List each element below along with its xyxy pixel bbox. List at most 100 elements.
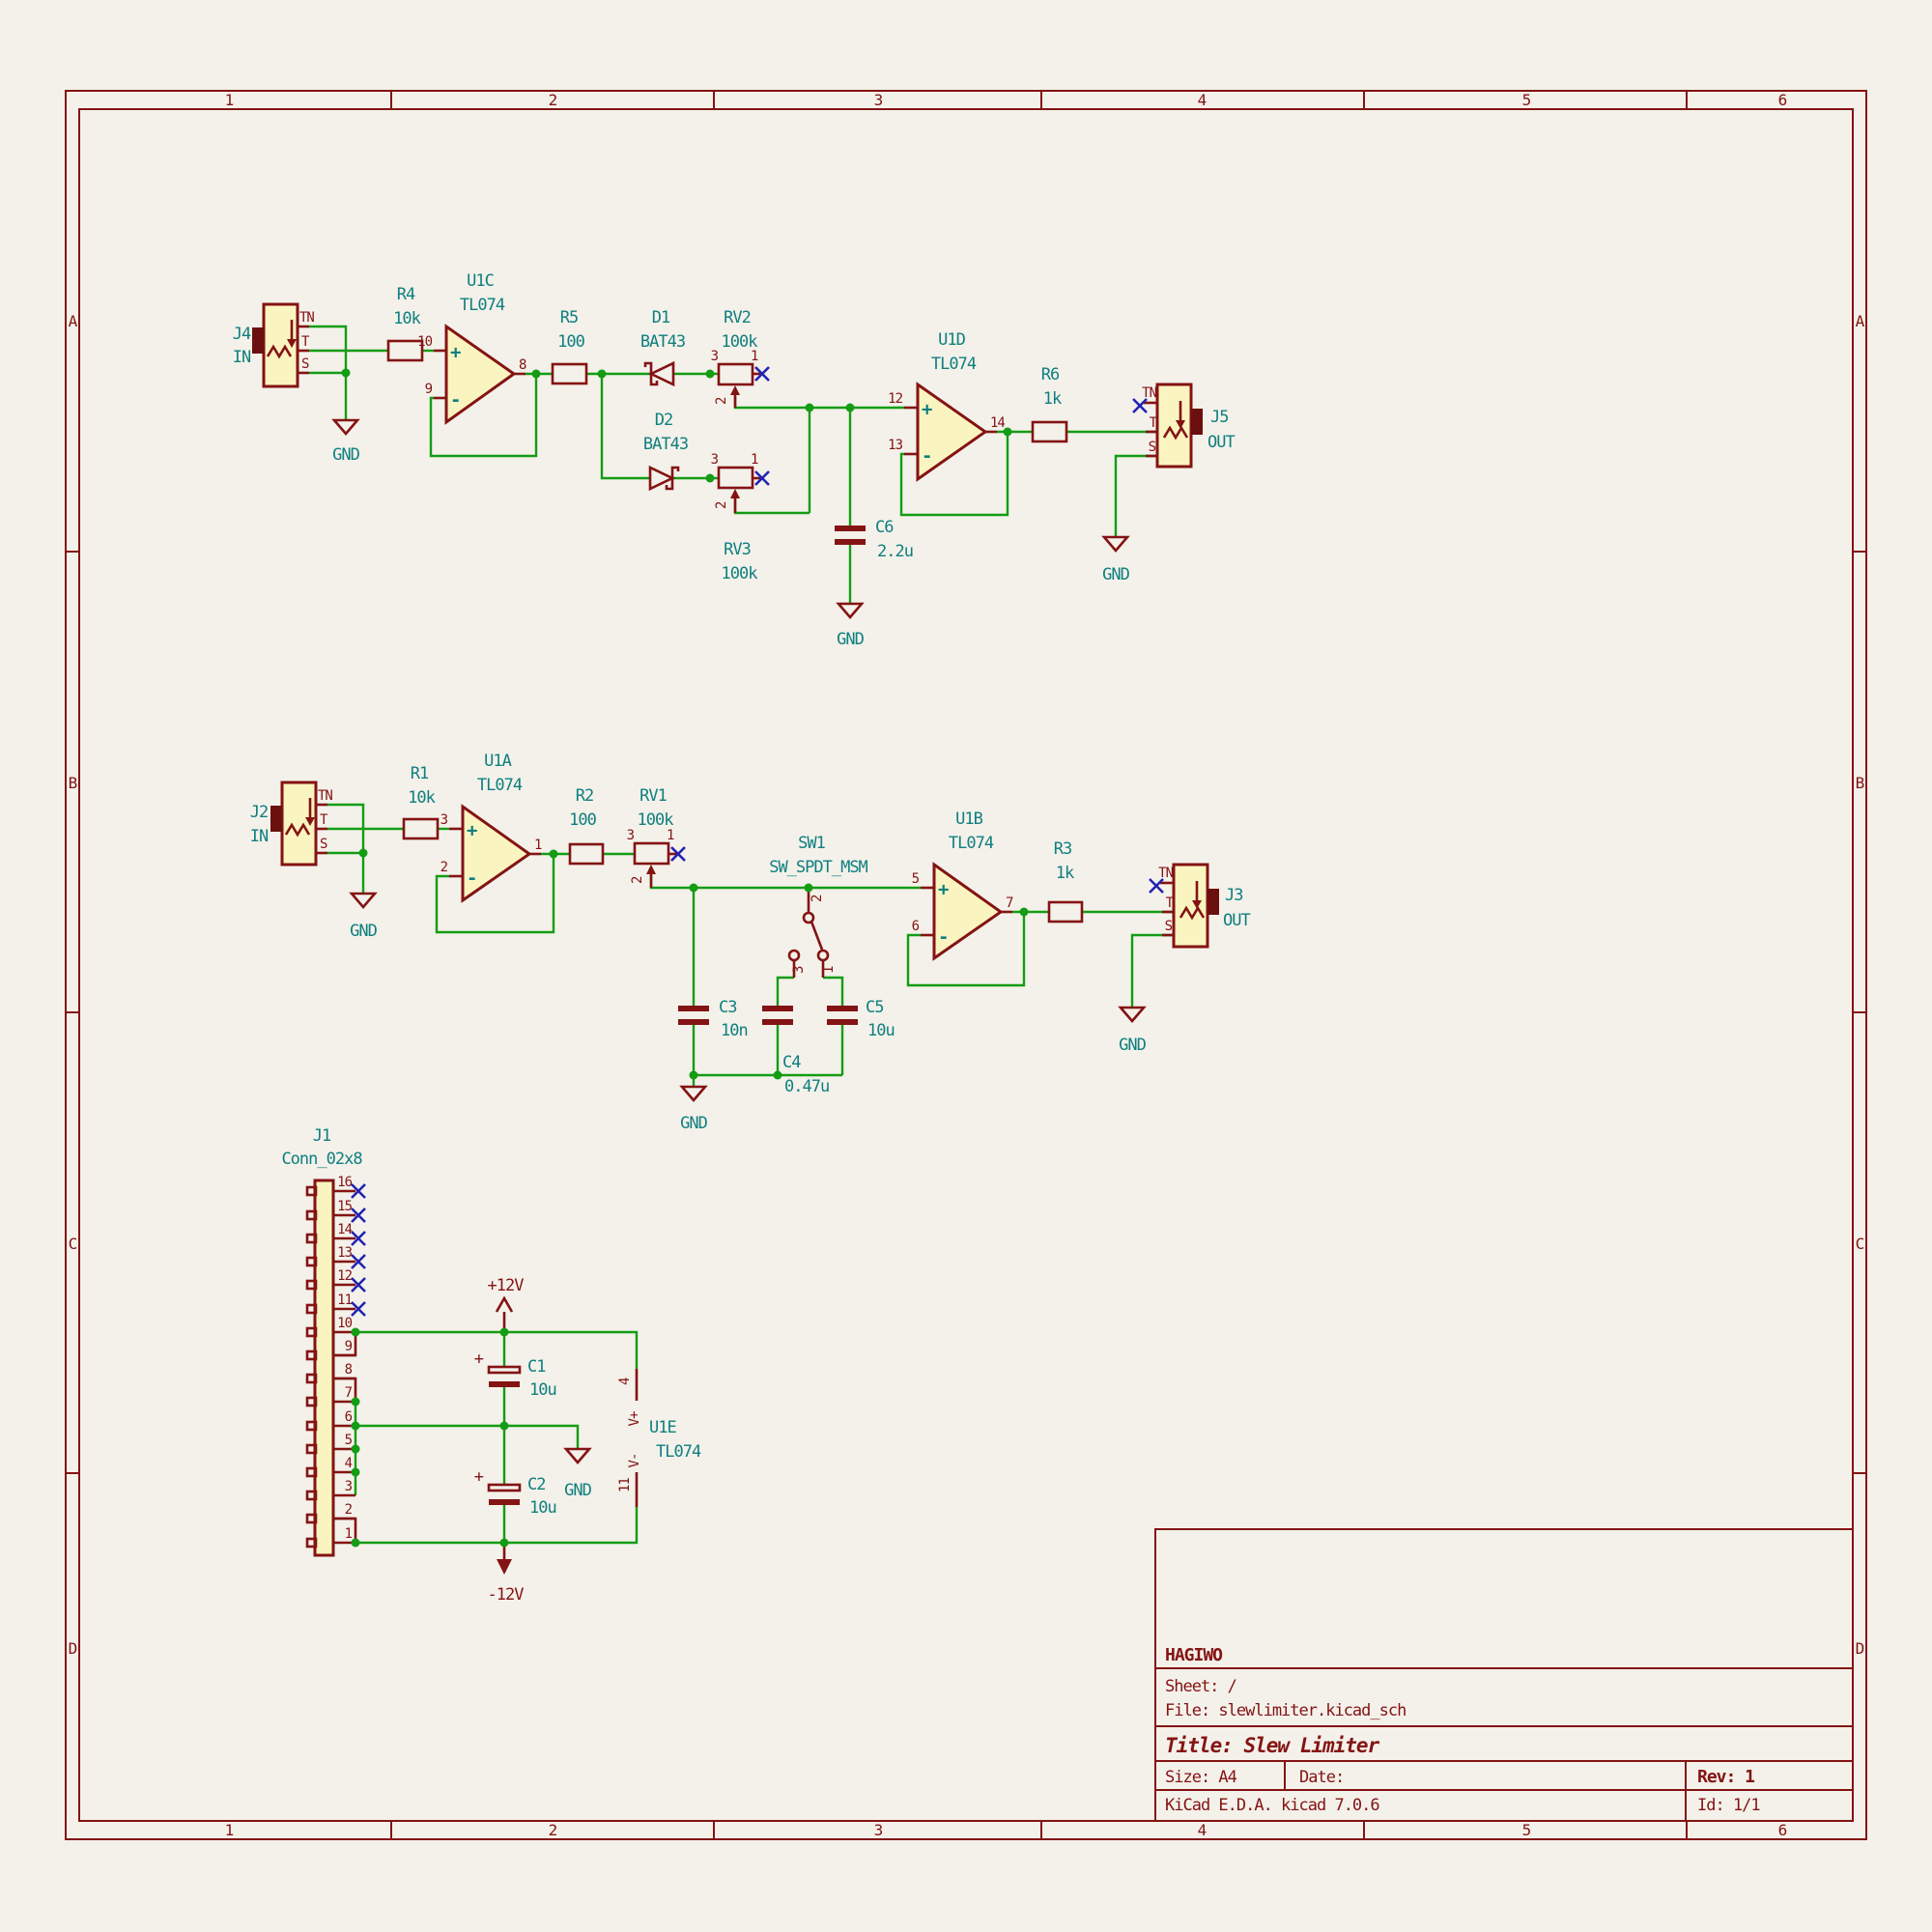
jack-j2-input[interactable]: TN T S J2 IN bbox=[250, 781, 333, 867]
capacitor-c3[interactable]: C3 10n bbox=[678, 998, 749, 1040]
frame-inner bbox=[78, 108, 1854, 1822]
gnd-symbol[interactable]: GND bbox=[836, 602, 866, 649]
col-label: 2 bbox=[549, 1821, 557, 1839]
wire-rv2-wiper[interactable] bbox=[733, 396, 904, 410]
opamp-u1b[interactable]: 5 6 7 + - U1B TL074 bbox=[912, 810, 1014, 961]
opamp-u1e-power[interactable]: 4 V+ V- 11 U1E TL074 bbox=[617, 1369, 702, 1507]
potentiometer-rv1[interactable]: 3 1 2 RV1 100k bbox=[627, 786, 686, 888]
row-label: B bbox=[1856, 774, 1864, 792]
wire[interactable] bbox=[309, 325, 348, 420]
gnd-triangle bbox=[836, 602, 865, 619]
gnd-symbol[interactable]: GND bbox=[563, 1447, 593, 1500]
jack-j5-output[interactable]: TN T S J5 OUT bbox=[1132, 383, 1236, 469]
diode-d1[interactable]: D1 BAT43 bbox=[640, 308, 686, 387]
wire-rv3-wiper[interactable] bbox=[733, 499, 810, 515]
diode-d2[interactable]: D2 BAT43 bbox=[643, 411, 689, 492]
pin-number: 9 bbox=[425, 382, 433, 397]
switch-sw1[interactable]: 2 3 1 SW1 SW_SPDT_MSM bbox=[769, 834, 869, 978]
pin-number: 14 bbox=[990, 415, 1005, 431]
resistor-r4[interactable]: R4 10k bbox=[386, 285, 424, 362]
plus-input-glyph: + bbox=[922, 399, 932, 420]
resistor-r6[interactable]: R6 1k bbox=[1031, 365, 1068, 443]
wire[interactable] bbox=[1130, 933, 1174, 1008]
pot-body[interactable] bbox=[717, 466, 754, 490]
gnd-symbol[interactable]: GND bbox=[331, 418, 361, 465]
junction-dot bbox=[351, 1327, 360, 1337]
resistor-r3[interactable]: R3 1k bbox=[1047, 839, 1084, 923]
resistor-body[interactable] bbox=[551, 362, 588, 385]
company-name: HAGIWO bbox=[1165, 1645, 1223, 1665]
title-block[interactable]: HAGIWO Sheet: / File: slewlimiter.kicad_… bbox=[1154, 1528, 1854, 1822]
pot-body[interactable] bbox=[717, 362, 754, 386]
jack-body[interactable] bbox=[280, 781, 318, 867]
wire-feedback-u1a[interactable] bbox=[435, 854, 555, 934]
opamp-triangle[interactable] bbox=[916, 382, 988, 482]
capacitor-c2[interactable]: + C2 10u bbox=[474, 1467, 557, 1518]
wire[interactable] bbox=[776, 976, 794, 1009]
gnd-symbol[interactable]: GND bbox=[1118, 1006, 1148, 1055]
gnd-symbol[interactable]: GND bbox=[349, 892, 379, 941]
junction-dot bbox=[531, 369, 541, 379]
resistor-r5[interactable]: R5 100 bbox=[551, 308, 588, 385]
potentiometer-rv2[interactable]: 3 1 2 RV2 100k bbox=[711, 308, 770, 408]
capacitor-c6[interactable]: C6 2.2u bbox=[835, 518, 914, 561]
wires-power[interactable] bbox=[354, 1330, 639, 1545]
jack-body[interactable] bbox=[1172, 863, 1209, 949]
opamp-u1d[interactable]: 12 13 14 + - U1D TL074 bbox=[888, 330, 1006, 482]
pot-body[interactable] bbox=[633, 841, 670, 866]
row-label: C bbox=[1856, 1235, 1864, 1253]
frame-dividers bbox=[66, 91, 1866, 1839]
schottky-bar bbox=[643, 361, 659, 386]
pin-number: 7 bbox=[1006, 895, 1013, 911]
resistor-r2[interactable]: R2 100 bbox=[568, 786, 605, 866]
ref-label: U1D bbox=[938, 330, 965, 350]
power-flag-n12[interactable]: -12V bbox=[488, 1543, 525, 1605]
resistor-body[interactable] bbox=[1047, 900, 1084, 923]
opamp-triangle[interactable] bbox=[461, 804, 532, 903]
opamp-u1a[interactable]: 3 2 1 + - U1A TL074 bbox=[440, 752, 543, 903]
col-label: 5 bbox=[1522, 91, 1531, 109]
resistor-body[interactable] bbox=[402, 817, 440, 840]
gnd-symbol[interactable]: GND bbox=[679, 1085, 709, 1133]
pin-number: 13 bbox=[888, 438, 902, 453]
wire-feedback-u1d[interactable] bbox=[899, 432, 1009, 517]
capacitor-c4[interactable]: C4 0.47u bbox=[762, 1006, 830, 1096]
jack-j4-input[interactable]: TN T S J4 IN bbox=[233, 302, 315, 388]
wires-middle[interactable] bbox=[327, 803, 1174, 1087]
wire-gnd-rail[interactable] bbox=[355, 1424, 580, 1449]
connector-body[interactable] bbox=[313, 1179, 335, 1557]
opamp-u1c[interactable]: 10 9 8 + - U1C TL074 bbox=[417, 271, 527, 425]
opamp-triangle[interactable] bbox=[932, 862, 1004, 961]
pin-name-t: T bbox=[1166, 895, 1175, 911]
value-label: 10u bbox=[529, 1498, 556, 1518]
pin-number: 12 bbox=[888, 391, 902, 407]
wire-p12-rail[interactable] bbox=[355, 1330, 639, 1369]
power-arrow-down bbox=[497, 1559, 512, 1575]
jack-j3-output[interactable]: TN T S J3 OUT bbox=[1149, 863, 1251, 949]
connector-j1[interactable]: J1 Conn_02x8 bbox=[281, 1126, 366, 1557]
diode-triangle[interactable] bbox=[647, 360, 675, 387]
wire-n12-rail[interactable] bbox=[355, 1507, 639, 1545]
resistor-body[interactable] bbox=[568, 842, 605, 866]
capacitor-c5[interactable]: C5 10u bbox=[827, 998, 895, 1040]
resistor-r1[interactable]: R1 10k bbox=[402, 764, 440, 840]
opamp-triangle[interactable] bbox=[444, 324, 517, 425]
power-flag-p12[interactable]: +12V bbox=[488, 1276, 525, 1332]
capacitor-c1[interactable]: + C1 10u bbox=[474, 1350, 557, 1400]
value-label: Conn_02x8 bbox=[281, 1150, 362, 1169]
value-label: 10k bbox=[393, 309, 420, 328]
wire-feedback-u1c[interactable] bbox=[429, 374, 538, 458]
wire[interactable] bbox=[1114, 454, 1157, 537]
wires-top[interactable] bbox=[309, 325, 1157, 604]
wire[interactable] bbox=[600, 374, 650, 480]
resistor-body[interactable] bbox=[386, 339, 424, 362]
potentiometer-rv3[interactable]: 3 1 2 RV3 100k bbox=[711, 452, 770, 583]
wire[interactable] bbox=[327, 803, 365, 894]
wire-feedback-u1b[interactable] bbox=[906, 912, 1026, 987]
wire[interactable] bbox=[823, 976, 844, 1009]
diode-triangle[interactable] bbox=[648, 465, 676, 492]
gnd-symbol[interactable]: GND bbox=[1101, 535, 1131, 584]
jack-body[interactable] bbox=[1155, 383, 1193, 469]
resistor-body[interactable] bbox=[1031, 420, 1068, 443]
